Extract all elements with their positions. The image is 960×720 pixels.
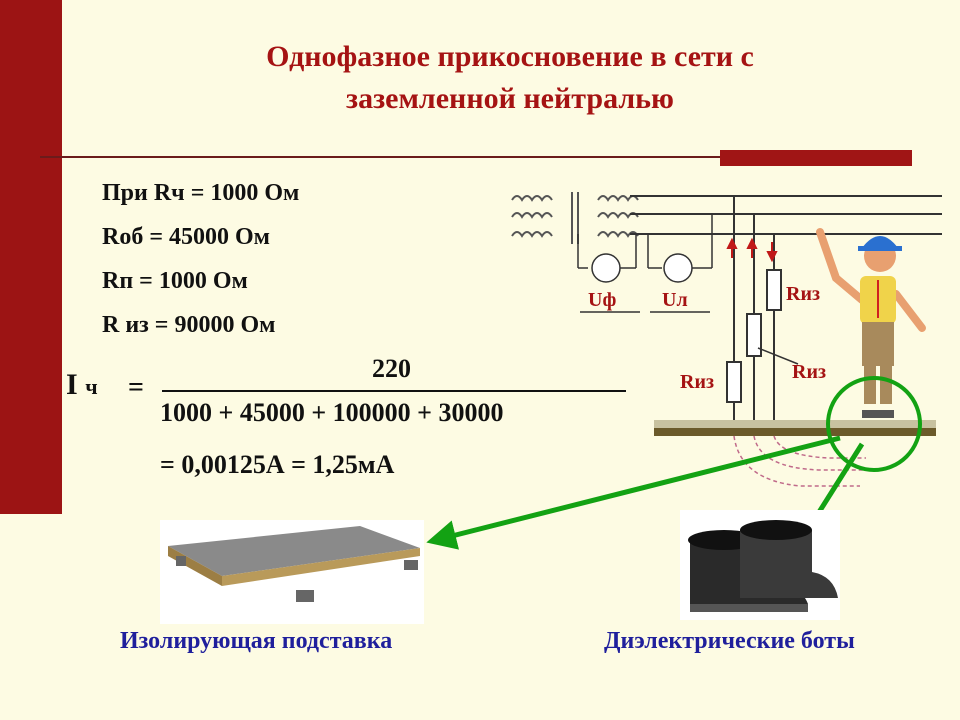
fraction-bar [162, 390, 626, 392]
title-line-2: заземленной нейтралью [346, 82, 674, 115]
arrow-to-stand [426, 435, 841, 550]
param-riz: R из = 90000 Ом [102, 312, 276, 338]
title-rule-accent [720, 150, 912, 166]
riz-leader [757, 347, 799, 365]
formula-result: = 0,00125А = 1,25мА [160, 450, 395, 479]
riz-label-3: Rиз [792, 361, 826, 383]
formula-denominator: 1000 + 45000 + 100000 + 30000 [160, 398, 504, 427]
slide-title: Однофазное прикосновение в сети с заземл… [100, 36, 920, 120]
left-accent-bar [0, 0, 62, 514]
formula-equals: = [128, 372, 144, 403]
voltmeters [577, 214, 713, 313]
person-figure [816, 228, 926, 418]
caption-insulating-stand: Изолирующая подставка [120, 628, 393, 654]
param-rob: Rоб = 45000 Ом [102, 224, 271, 250]
title-line-1: Однофазное прикосновение в сети с [266, 40, 754, 73]
param-rch: При Rч = 1000 Ом [102, 180, 300, 206]
riz-label-2: Rиз [680, 371, 714, 393]
current-arrows [726, 237, 778, 263]
transformer-windings [511, 192, 639, 244]
insulation-branches [726, 196, 782, 420]
parameter-list: При Rч = 1000 Ом Rоб = 45000 Ом Rп = 100… [102, 176, 299, 352]
formula-lhs-symbol: I [66, 368, 78, 401]
uf-label: Uф [588, 289, 616, 311]
formula-lhs-subscript: ч [85, 374, 98, 399]
formula-numerator: 220 [372, 354, 411, 383]
ul-label: Uл [662, 289, 688, 311]
riz-label-1: Rиз [786, 283, 820, 305]
dielectric-boots-image [680, 510, 840, 620]
ground-layer [654, 420, 936, 436]
param-rp: Rп = 1000 Ом [102, 268, 248, 294]
leakage-paths [733, 435, 866, 487]
formula-lhs: I ч [66, 368, 98, 402]
insulating-stand-image [160, 520, 424, 624]
phase-lines [630, 195, 942, 235]
title-rule [40, 156, 740, 158]
caption-dielectric-boots: Диэлектрические боты [604, 628, 855, 654]
contact-circle [826, 376, 922, 472]
